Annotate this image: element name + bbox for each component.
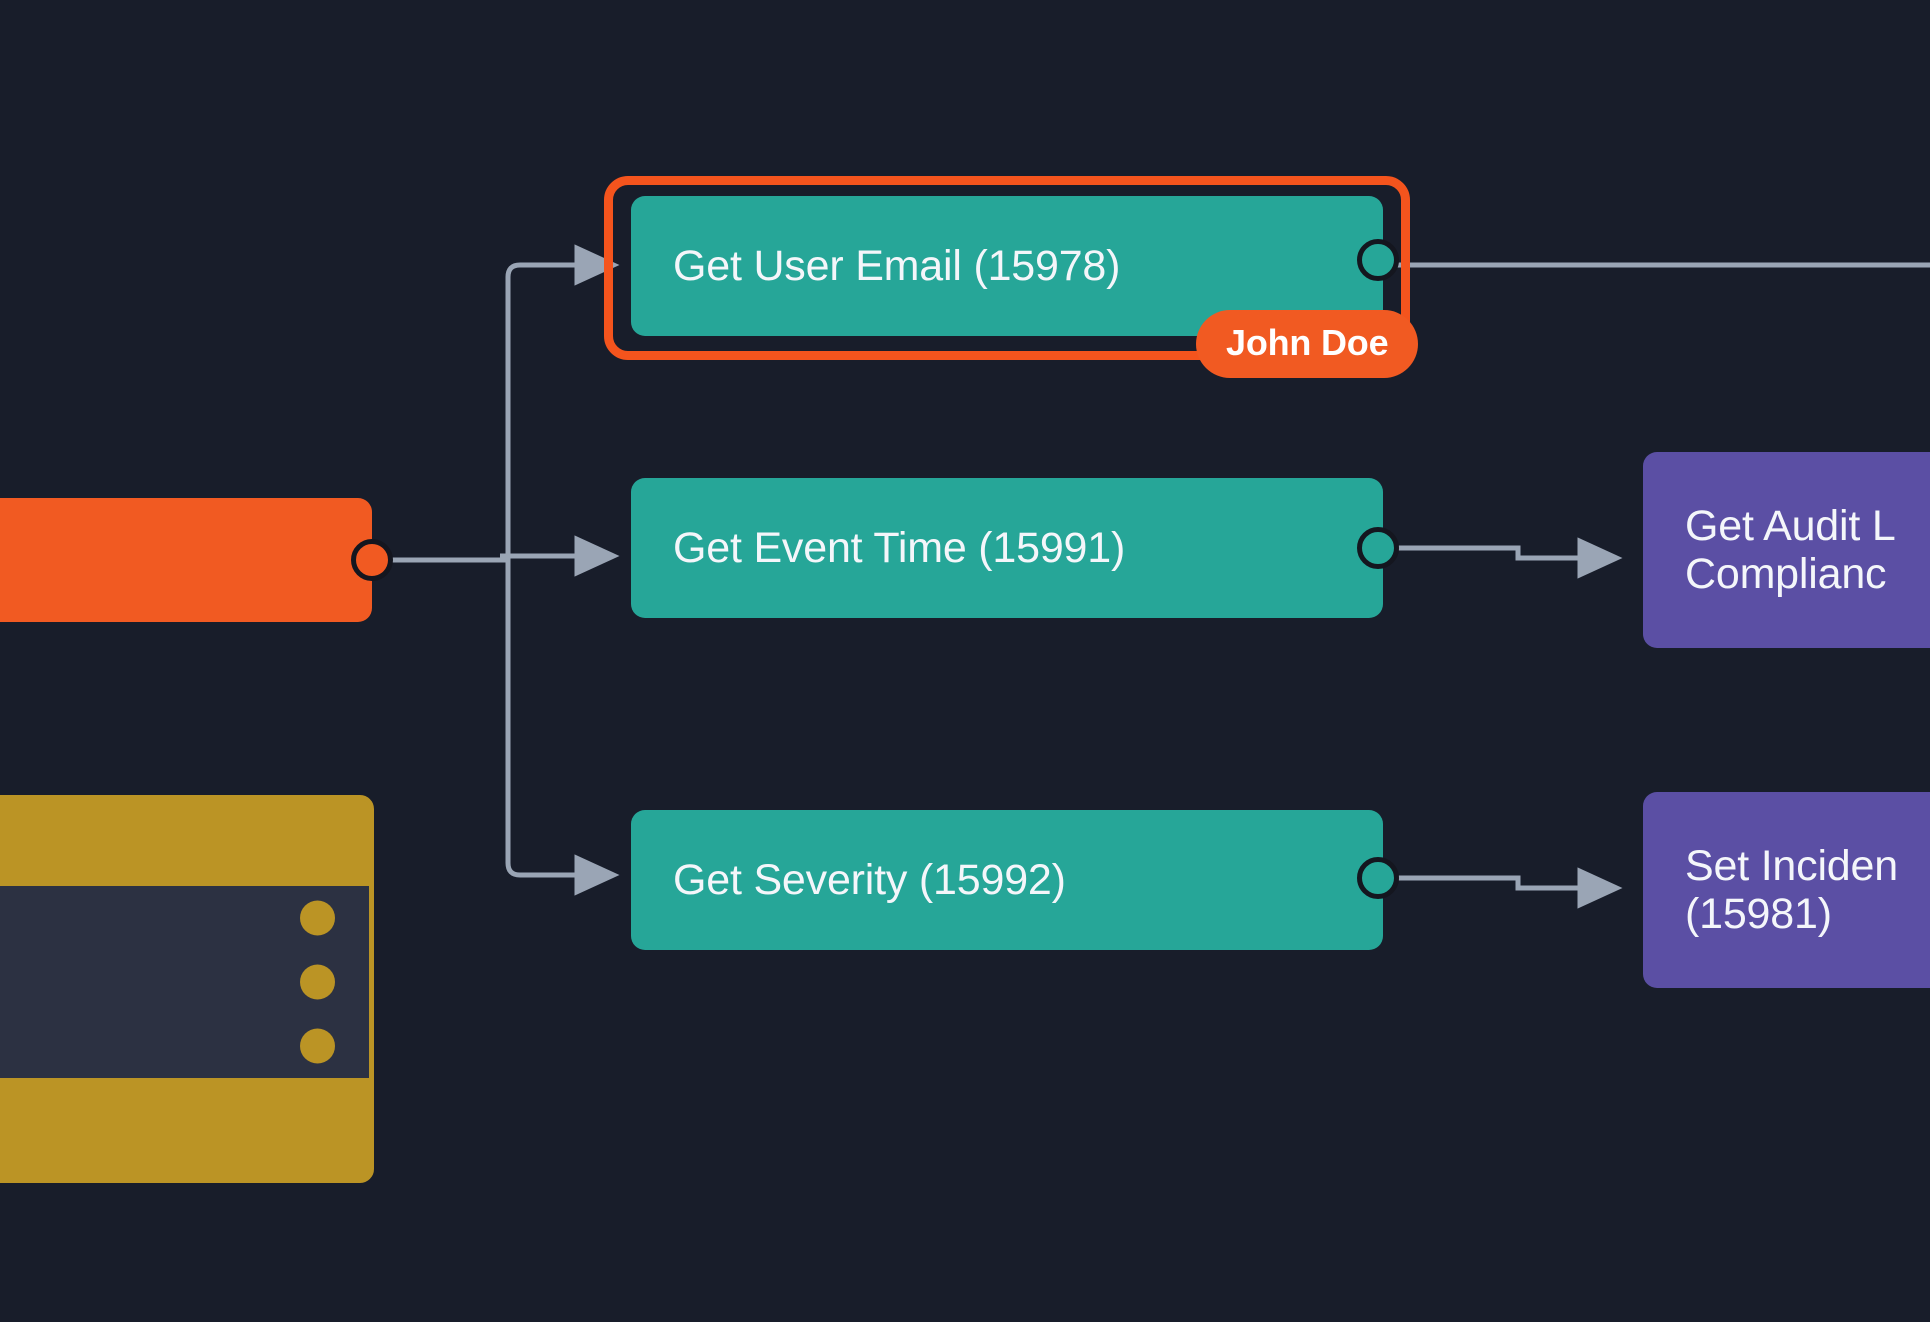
condition-row[interactable]: open (0, 950, 369, 1014)
node-condition[interactable]: se open ange (0, 795, 374, 1183)
condition-row-port[interactable] (300, 964, 335, 1000)
port-get-event-time-output[interactable] (1357, 527, 1399, 569)
port-get-user-email-output[interactable] (1357, 239, 1399, 281)
node-get-audit-log-label: Get Audit L Complianc (1685, 501, 1896, 598)
node-get-event-time-label: Get Event Time (15991) (673, 523, 1126, 572)
node-get-severity-label: Get Severity (15992) (673, 855, 1066, 904)
edge-trigger-to-get-user-email (500, 244, 620, 563)
edge-get-event-time-to-get-audit-log (1392, 537, 1623, 579)
condition-body: se open ange (0, 886, 369, 1078)
condition-row[interactable]: se (0, 886, 369, 950)
edge-get-severity-to-set-incident (1392, 867, 1623, 909)
node-set-incident-label: Set Inciden (15981) (1685, 841, 1898, 938)
node-set-incident[interactable]: Set Inciden (15981) (1643, 792, 1930, 988)
node-trigger-label: 77) (0, 536, 14, 584)
node-get-event-time[interactable]: Get Event Time (15991) (631, 478, 1383, 618)
port-get-severity-output[interactable] (1357, 857, 1399, 899)
node-get-audit-log[interactable]: Get Audit L Complianc (1643, 452, 1930, 648)
condition-row-port[interactable] (300, 1028, 335, 1064)
assignee-badge-john-doe[interactable]: John Doe (1196, 310, 1419, 378)
node-get-severity[interactable]: Get Severity (15992) (631, 810, 1383, 950)
condition-header (0, 800, 369, 886)
condition-row-port[interactable] (300, 900, 335, 936)
node-get-user-email-label: Get User Email (15978) (673, 241, 1121, 290)
node-trigger[interactable]: 77) (0, 498, 372, 622)
condition-row[interactable]: ange (0, 1014, 369, 1078)
port-trigger-output[interactable] (351, 539, 393, 581)
edge-trigger-to-get-severity (500, 557, 620, 896)
